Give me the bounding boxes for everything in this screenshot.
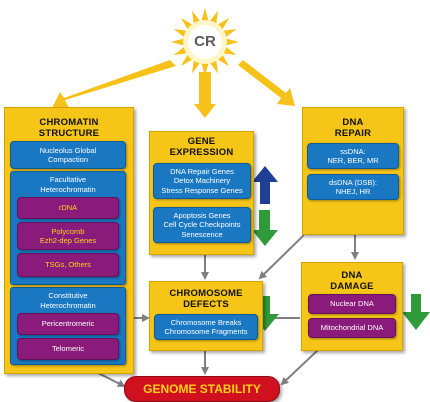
gene-title-line1: GENE [187,136,216,147]
chromosome-defects-list: Chromosome Breaks Chromosome Fragments [154,314,258,340]
constitutive-heterochromatin: Constitutive Heterochromatin Pericentrom… [10,287,126,365]
dna-repair-title: DNA REPAIR [303,117,403,139]
up-item-1: DNA Repair Genes [170,166,234,176]
gene-expression-title: GENE EXPRESSION [150,136,253,158]
polycomb-label-line1: Polycomb [51,226,85,236]
sun-icon [171,8,239,76]
rdna-item: rDNA [17,197,119,219]
defects-title-line2: DEFECTS [183,299,229,310]
chromatin-title-line2: STRUCTURE [38,128,100,139]
nuclear-dna-label: Nuclear DNA [330,299,374,309]
genome-stability-badge: GENOME STABILITY [124,376,280,402]
dsdna-line2: NHEJ, HR [335,187,371,196]
facultative-title-line1: Facultative [49,175,87,184]
facultative-heterochromatin: Facultative Heterochromatin rDNA Polycom… [10,171,126,285]
gene-title-line2: EXPRESSION [169,147,234,158]
down-arrow-icon-damage [402,294,430,330]
gene-expression-box: GENE EXPRESSION DNA Repair Genes Detox M… [149,131,254,255]
up-item-2: Detox Machinery [173,176,231,186]
down-item-3: Senescence [181,229,223,239]
dsdna-repair: dsDNA (DSB): NHEJ, HR [307,174,399,200]
telomeric-item: Telomeric [17,338,119,360]
defects-item-2: Chromosome Fragments [164,327,248,336]
constitutive-title-line1: Constitutive [48,291,88,300]
chromatin-title: CHROMATIN STRUCTURE [5,117,133,139]
down-item-1: Apoptosis Genes [173,210,231,220]
pericentromeric-item: Pericentromeric [17,313,119,335]
pericentromeric-label: Pericentromeric [41,319,95,329]
sun-arrow-gene-expression [194,72,216,118]
sun-arrow-dna-repair [238,60,295,106]
connector-damage-to-genome [280,349,319,386]
dna-repair-box: DNA REPAIR ssDNA: NER, BER, MR dsDNA (DS… [302,107,404,235]
tsgs-item: TSGs, Others [17,253,119,277]
repair-title-line1: DNA [342,117,364,128]
tsgs-label: TSGs, Others [45,260,91,270]
connector-chromatin-to-genome [95,371,126,387]
chromosome-defects-title: CHROMOSOME DEFECTS [150,288,262,310]
nucleolus-line2: Compaction [47,155,89,164]
telomeric-label: Telomeric [51,344,85,354]
facultative-title-line2: Heterochromatin [40,184,96,194]
defects-title-line1: CHROMOSOME [169,288,243,299]
rdna-label: rDNA [58,203,78,213]
ssdna-repair: ssDNA: NER, BER, MR [307,143,399,169]
ssdna-line2: NER, BER, MR [327,156,379,165]
dna-damage-box: DNA DAMAGE Nuclear DNA Mitochondrial DNA [301,262,403,351]
chromatin-title-line1: CHROMATIN [39,117,99,128]
polycomb-item: Polycomb Ezh2-dep Genes [17,222,119,250]
ssdna-line1: ssDNA: [340,146,366,156]
up-item-3: Stress Response Genes [161,185,243,195]
sun-label: CR [194,33,216,50]
upregulated-genes: DNA Repair Genes Detox Machinery Stress … [153,163,251,199]
nuclear-dna-item: Nuclear DNA [308,294,396,314]
connector-repair-to-defects [258,234,305,280]
down-arrow-icon-gene [252,210,278,246]
constitutive-title-line2: Heterochromatin [40,300,96,310]
nucleolus-line1: Nucleolus Global [39,145,97,155]
mitochondrial-dna-label: Mitochondrial DNA [320,323,384,333]
damage-title-line2: DAMAGE [330,281,374,292]
sun-arrow-chromatin [52,60,176,108]
constitutive-title: Constitutive Heterochromatin [11,291,125,310]
nucleolus-compaction: Nucleolus Global Compaction [10,141,126,169]
polycomb-label-line2: Ezh2-dep Genes [39,236,97,245]
chromosome-defects-box: CHROMOSOME DEFECTS Chromosome Breaks Chr… [149,281,263,351]
up-arrow-icon [252,166,278,204]
repair-title-line2: REPAIR [334,128,372,139]
chromatin-structure-box: CHROMATIN STRUCTURE Nucleolus Global Com… [4,107,134,374]
dsdna-line1: dsDNA (DSB): [329,177,377,187]
down-item-2: Cell Cycle Checkpoints [163,220,241,230]
downregulated-genes: Apoptosis Genes Cell Cycle Checkpoints S… [153,207,251,243]
damage-title-line1: DNA [341,270,363,281]
dna-damage-title: DNA DAMAGE [302,270,402,292]
defects-item-1: Chromosome Breaks [170,317,242,327]
mitochondrial-dna-item: Mitochondrial DNA [308,318,396,338]
facultative-title: Facultative Heterochromatin [11,175,125,194]
